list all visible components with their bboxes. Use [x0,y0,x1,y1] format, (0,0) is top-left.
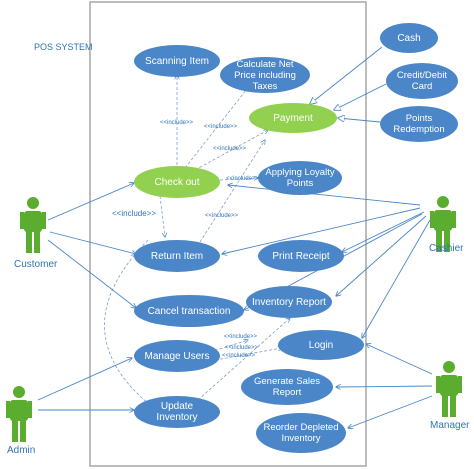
use-case-credit-debit-card[interactable]: Credit/Debit Card [386,63,458,99]
use-case-calculate-net-price[interactable]: Calculate Net Price including Taxes [220,57,310,93]
use-case-inventory-report[interactable]: Inventory Report [246,286,332,318]
assoc-manager-reorder [348,395,433,428]
use-case-payment[interactable]: Payment [249,103,337,133]
admin-actor-icon [6,386,32,442]
use-case-cancel-transaction[interactable]: Cancel transaction [134,295,244,327]
assoc-manager-login [366,344,433,375]
actor-label-cashier: Cashier [429,243,464,254]
generalization-card-payment [334,83,387,110]
customer-actor-icon [20,197,46,253]
assoc-cashier-print [342,211,425,252]
system-boundary [89,1,367,467]
include-label: <<include>> [112,209,157,218]
use-case-login[interactable]: Login [278,330,364,360]
actor-label-customer: Customer [14,259,58,270]
assoc-cashier-invreport [336,215,427,296]
include-payment-applyloyalty [219,178,258,180]
include-label: <<include>> [213,146,247,152]
use-case-reorder-depleted-inventory[interactable]: Reorder Depleted Inventory [256,413,346,453]
actor-label-admin: Admin [7,445,36,456]
include-return-login [104,239,150,405]
use-case-update-inventory[interactable]: Update Inventory [134,396,220,428]
use-case-applying-loyalty-points[interactable]: Applying Loyalty Points [258,161,342,195]
use-case-check-out[interactable]: Check out [134,166,220,198]
use-case-generate-sales-report[interactable]: Generate Sales Report [241,369,333,405]
include-updateinv-invreport [197,318,290,401]
include-checkout-payment [194,130,268,171]
use-case-print-receipt[interactable]: Print Receipt [258,240,344,272]
include-label: <<include>> [160,120,194,126]
cashier-actor-icon [430,196,456,252]
include-label: <<include>> [226,176,260,182]
include-label: <<include>> [224,334,258,340]
generalization-cash-payment [310,46,383,104]
include-return-checkout [199,140,265,243]
assoc-customer-return [49,231,136,254]
generalization-points-payment [338,118,381,123]
include-manageusers-login [214,348,282,361]
use-case-manage-users[interactable]: Manage Users [134,340,220,372]
manager-actor-icon [436,361,462,417]
assoc-admin-manageusers [37,358,132,401]
use-case-points-redemption[interactable]: Points Redemption [380,106,458,142]
actor-label-manager: Manager [430,420,470,431]
system-title: POS SYSTEM [34,42,93,52]
assoc-customer-cancel [47,239,136,308]
include-label: <<include>> [225,345,259,351]
assoc-cashier-login [362,219,431,338]
include-label: <<include>> [205,213,239,219]
use-case-scanning-item[interactable]: Scanning Item [134,45,220,77]
include-label: <<include>> [204,124,238,130]
assoc-cashier-checkout [228,185,421,206]
include-checkout-calcprice [184,85,250,169]
assoc-cashier-return [222,207,421,254]
use-case-return-item[interactable]: Return Item [134,240,220,272]
include-checkout-return [159,195,165,237]
assoc-manager-salesreport [336,386,433,387]
include-label: <<include>> [222,353,256,359]
assoc-customer-checkout [47,183,134,221]
use-case-cash[interactable]: Cash [380,23,438,53]
